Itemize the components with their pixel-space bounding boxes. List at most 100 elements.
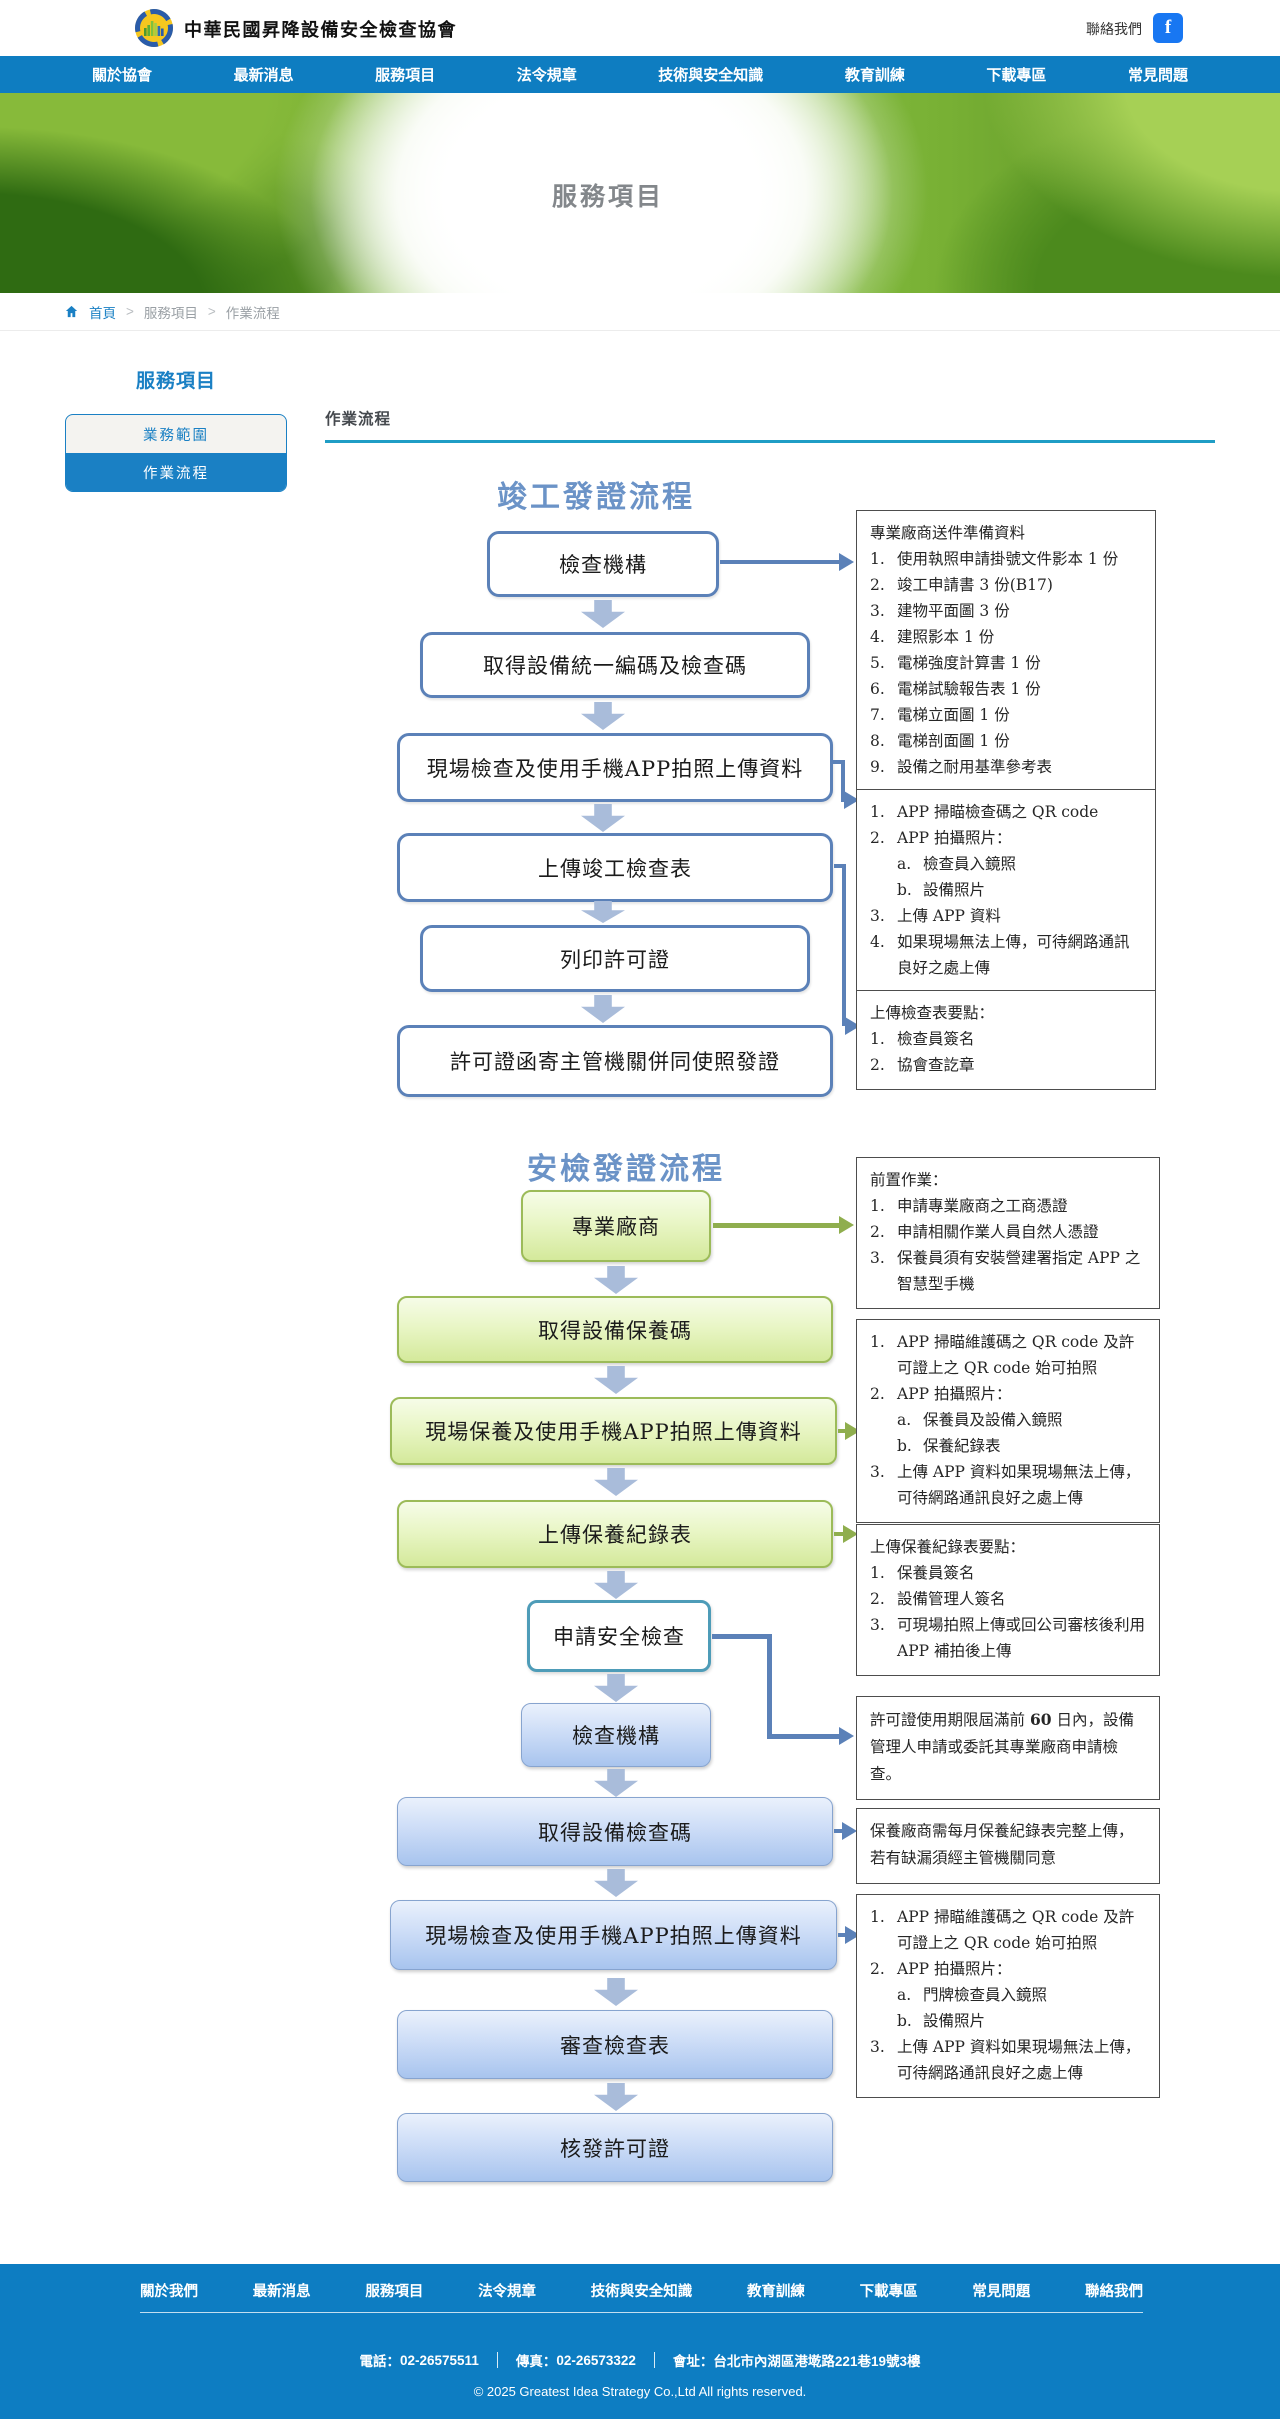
nav-item-training[interactable]: 教育訓練 — [844, 67, 905, 84]
footer-nav-about[interactable]: 關於我們 — [140, 2284, 198, 2300]
breadcrumb-section[interactable]: 服務項目 — [143, 305, 198, 321]
flow-note-panel: 1.APP 掃瞄維護碼之 QR code 及許可證上之 QR code 始可拍照… — [856, 1894, 1160, 2098]
breadcrumb: 首頁 > 服務項目 > 作業流程 — [0, 293, 1280, 331]
flow-note-panel: 上傳保養紀錄表要點： 1.保養員簽名 2.設備管理人簽名 3.可現場拍照上傳或回… — [856, 1524, 1160, 1676]
connector-line — [767, 1634, 772, 1739]
footer-nav-knowledge[interactable]: 技術與安全知識 — [590, 2284, 693, 2300]
connector-line — [713, 1223, 840, 1228]
flow-step-box: 取得設備統一編碼及檢查碼 — [420, 632, 810, 698]
sidebar-item-business-scope[interactable]: 業務範圍 — [143, 427, 209, 444]
footer-divider — [140, 2312, 1143, 2313]
nav-item-downloads[interactable]: 下載專區 — [986, 67, 1047, 84]
connector-line — [834, 1532, 846, 1536]
down-arrow-icon — [594, 2083, 638, 2111]
home-icon[interactable] — [64, 304, 79, 319]
arrow-head-icon — [842, 1822, 857, 1840]
org-name: 中華民國昇降設備安全檢查協會 — [184, 20, 457, 40]
footer-phone-label: 電話： — [359, 2354, 401, 2369]
footer-nav-regulations[interactable]: 法令規章 — [478, 2284, 537, 2300]
down-arrow-icon — [581, 901, 625, 923]
flow-step-box: 上傳保養紀錄表 — [397, 1500, 833, 1568]
footer-nav-news[interactable]: 最新消息 — [252, 2284, 311, 2300]
breadcrumb-separator: > — [207, 304, 216, 319]
nav-item-about[interactable]: 關於協會 — [92, 67, 153, 84]
panel-header: 專業廠商送件準備資料 — [870, 524, 1026, 542]
arrow-head-icon — [839, 553, 854, 571]
footer-nav-faq[interactable]: 常見問題 — [972, 2284, 1031, 2300]
site-header: 中華民國昇降設備安全檢查協會 聯絡我們 f — [0, 0, 1280, 56]
flow-step-label: 上傳保養紀錄表 — [538, 1523, 692, 1547]
footer-contact: 電話：02-26575511 傳真：02-26573322 會址：台北市內湖區港… — [0, 2350, 1280, 2370]
panel-text: 許可證使用期限屆滿前 60 日內，設備管理人申請或委託其專業廠商申請檢查。 — [870, 1710, 1134, 1783]
flow-step-box: 現場檢查及使用手機APP拍照上傳資料 — [397, 733, 833, 802]
flow-note-panel: 前置作業： 1.申請專業廠商之工商憑證 2.申請相關作業人員自然人憑證 3.保養… — [856, 1157, 1160, 1309]
flow2-title: 安檢發證流程 — [527, 1152, 725, 1187]
flow1-title: 竣工發證流程 — [497, 480, 695, 515]
flow-step-label: 專業廠商 — [572, 1215, 660, 1239]
connector-line — [712, 1634, 772, 1639]
down-arrow-icon — [594, 1978, 638, 2006]
footer-nav-training[interactable]: 教育訓練 — [746, 2284, 805, 2300]
flow-step-box: 取得設備檢查碼 — [397, 1797, 833, 1866]
association-logo-icon[interactable] — [134, 8, 174, 48]
flow-step-label: 現場保養及使用手機APP拍照上傳資料 — [425, 1420, 802, 1444]
flow-note-panel: 1.APP 掃瞄檢查碼之 QR code 2.APP 拍攝照片： a.檢查員入鏡… — [856, 789, 1156, 993]
down-arrow-icon — [581, 600, 625, 628]
footer-copyright: © 2025 Greatest Idea Strategy Co.,Ltd Al… — [473, 2384, 807, 2399]
connector-line — [841, 760, 845, 802]
breadcrumb-home[interactable]: 首頁 — [89, 305, 116, 321]
down-arrow-icon — [594, 1869, 638, 1897]
flow-step-box: 審查檢查表 — [397, 2010, 833, 2079]
panel-text: 保養廠商需每月保養紀錄表完整上傳，若有缺漏須經主管機關同意 — [870, 1822, 1134, 1867]
nav-item-services[interactable]: 服務項目 — [375, 67, 436, 84]
nav-item-knowledge[interactable]: 技術與安全知識 — [658, 67, 764, 84]
footer-phone: 02-26575511 — [400, 2352, 479, 2368]
nav-item-faq[interactable]: 常見問題 — [1127, 67, 1188, 84]
connector-line — [833, 760, 845, 764]
facebook-icon[interactable]: f — [1153, 13, 1183, 43]
flow-note-panel: 上傳檢查表要點： 1.檢查員簽名 2.協會查訖章 — [856, 990, 1156, 1090]
flow-step-label: 取得設備保養碼 — [538, 1318, 692, 1343]
nav-item-regulations[interactable]: 法令規章 — [516, 67, 577, 84]
nav-item-news[interactable]: 最新消息 — [233, 67, 294, 84]
flow-step-label: 審查檢查表 — [560, 2033, 670, 2058]
flow-step-box: 現場檢查及使用手機APP拍照上傳資料 — [390, 1900, 837, 1970]
connector-line — [834, 1829, 846, 1833]
panel-header: 上傳保養紀錄表要點： — [870, 1538, 1026, 1556]
flow-step-label: 許可證函寄主管機關併同使照發證 — [450, 1050, 780, 1074]
flow-step-label: 核發許可證 — [560, 2136, 670, 2161]
footer-nav-services[interactable]: 服務項目 — [365, 2284, 424, 2300]
footer-nav-contact[interactable]: 聯絡我們 — [1085, 2284, 1143, 2300]
hero-title: 服務項目 — [551, 183, 664, 211]
flow-note-panel: 許可證使用期限屆滿前 60 日內，設備管理人申請或委託其專業廠商申請檢查。 — [856, 1696, 1160, 1800]
footer-address: 台北市內湖區港墘路221巷19號3樓 — [713, 2354, 921, 2369]
flow-step-box: 現場保養及使用手機APP拍照上傳資料 — [390, 1397, 837, 1465]
flow-step-box: 核發許可證 — [397, 2113, 833, 2182]
contact-divider — [653, 2352, 655, 2368]
flow-step-box: 專業廠商 — [521, 1190, 711, 1262]
main-nav: 關於協會 最新消息 服務項目 法令規章 技術與安全知識 教育訓練 下載專區 常見… — [0, 56, 1280, 93]
flow-step-label: 現場檢查及使用手機APP拍照上傳資料 — [425, 1924, 802, 1948]
down-arrow-icon — [581, 995, 625, 1023]
flow-note-panel: 專業廠商送件準備資料 1.使用執照申請掛號文件影本 1 份 2.竣工申請書 3 … — [856, 510, 1156, 792]
footer-address-label: 會址： — [672, 2354, 714, 2369]
page-title: 作業流程 — [325, 411, 392, 428]
connector-line — [842, 864, 846, 1026]
sidebar-item-work-flow[interactable]: 作業流程 — [66, 453, 286, 491]
connector-line — [838, 1933, 848, 1937]
arrow-head-icon — [839, 1727, 854, 1745]
footer-nav-downloads[interactable]: 下載專區 — [859, 2284, 918, 2300]
flow-step-label: 列印許可證 — [560, 947, 670, 972]
flow-step-box: 取得設備保養碼 — [397, 1296, 833, 1363]
flow-step-label: 取得設備統一編碼及檢查碼 — [483, 654, 747, 678]
footer-fax-label: 傳真： — [515, 2354, 557, 2369]
contact-us-link[interactable]: 聯絡我們 — [1086, 21, 1142, 37]
down-arrow-icon — [594, 1468, 638, 1496]
connector-line — [720, 560, 840, 564]
flow-step-box: 檢查機構 — [487, 531, 719, 597]
down-arrow-icon — [594, 1571, 638, 1599]
flow-step-label: 申請安全檢查 — [553, 1625, 685, 1649]
flow-step-label: 檢查機構 — [559, 553, 647, 577]
sidebar-menu: 業務範圍 作業流程 — [65, 414, 287, 492]
